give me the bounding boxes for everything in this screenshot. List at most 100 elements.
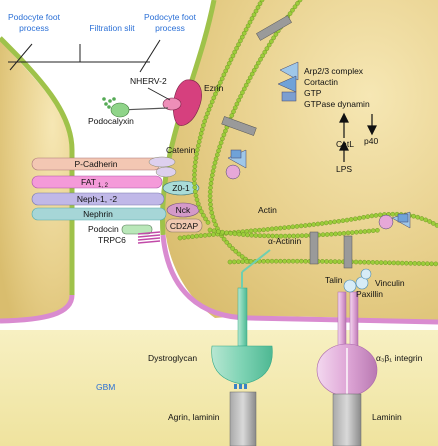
actin-bead: [387, 260, 392, 266]
actin-bead: [197, 135, 203, 140]
actin-bead: [273, 258, 279, 264]
actin-bead: [348, 217, 354, 222]
podocyte-right-pointer: [139, 39, 161, 73]
actin-bead: [362, 259, 367, 265]
actin-bead: [213, 222, 218, 227]
podocyte-left-pointer: [9, 43, 33, 71]
actin-bead: [226, 61, 232, 66]
catl-arrow-up: [339, 112, 349, 138]
podocin-shape: [121, 224, 153, 235]
actin-bead: [328, 259, 334, 264]
actin-bead: [215, 229, 221, 234]
actin-filaments: [177, 0, 438, 267]
actin-bead: [361, 214, 366, 220]
actin-bead: [206, 107, 212, 112]
actin-bead: [299, 258, 304, 264]
trpc6-channel: [137, 231, 161, 244]
neph-label: Neph-1, -2: [77, 194, 117, 204]
actin-bead: [234, 101, 240, 107]
actin-bead: [231, 109, 236, 114]
actin-bead: [194, 197, 200, 203]
actin-bead: [195, 201, 201, 207]
catenin-shape-2: [155, 166, 177, 178]
actin-bead: [416, 261, 422, 266]
actin-bead: [219, 76, 225, 81]
actin-bead: [307, 222, 312, 228]
actin-bead: [303, 233, 309, 238]
p40-arrow-down: [367, 114, 377, 136]
actin-bead: [211, 232, 216, 237]
actin-bead: [383, 260, 388, 266]
podocalyxin-head: [110, 102, 130, 118]
actin-bead: [216, 148, 221, 154]
trpc6-label: TRPC6: [98, 235, 126, 245]
actin-bead: [190, 234, 195, 239]
actin-bead: [261, 258, 266, 264]
actin-bead: [208, 202, 213, 207]
actin-bead: [239, 254, 245, 259]
actin-bead: [238, 94, 243, 99]
gbm-label: GBM: [96, 382, 115, 392]
actin-bead: [193, 159, 198, 165]
actin-bead: [319, 221, 325, 226]
actin-bead: [273, 32, 279, 37]
actin-bead: [411, 213, 416, 219]
catenin-shape: [148, 156, 176, 168]
actin-bead: [328, 220, 333, 225]
actin-bead: [211, 228, 217, 234]
actin-bead: [311, 222, 317, 227]
actin-bead: [294, 224, 300, 229]
actin-bead: [213, 91, 218, 97]
nherv2-shape: [162, 97, 182, 111]
actin-bead: [207, 227, 213, 233]
actin-bead: [261, 233, 267, 239]
actin-bead: [378, 260, 384, 265]
actin-bead: [223, 128, 228, 134]
laminin-label: Laminin: [372, 412, 402, 422]
actin-bead: [249, 16, 255, 21]
actin-bead: [218, 140, 224, 146]
actin-bead: [240, 259, 245, 264]
actin-bead: [209, 210, 215, 216]
actin-bead: [209, 99, 215, 105]
actin-bead: [352, 216, 358, 222]
actin-bead: [290, 7, 295, 13]
paxillin-label: Paxillin: [356, 289, 383, 299]
actin-bead: [362, 229, 368, 234]
nherv2-label: NHERV-2: [130, 76, 167, 86]
actin-bead: [251, 12, 257, 18]
actin-bead: [257, 227, 262, 233]
actin-bead: [390, 211, 396, 217]
actin-bead: [212, 160, 218, 166]
podocyte-left-label-2: process: [19, 23, 49, 33]
actin-bead: [205, 220, 211, 225]
actin-bead: [228, 230, 233, 236]
actin-bead: [366, 228, 372, 234]
actin-bead: [257, 233, 263, 238]
actin-bead: [286, 258, 292, 264]
actin-bead: [269, 226, 275, 232]
actin-bead: [209, 172, 215, 178]
actin-bead: [253, 64, 259, 69]
laminin-stem: [332, 393, 362, 446]
catl-label: CatL: [336, 139, 354, 149]
actin-bead: [240, 232, 246, 237]
actin-bead: [198, 233, 204, 238]
fat-bar: [31, 175, 163, 189]
actin-bead: [239, 34, 245, 40]
actin-bead: [349, 230, 355, 235]
actin-bead: [194, 233, 199, 239]
actin-bead: [207, 197, 213, 203]
actin-bead: [221, 236, 227, 242]
arp-label: Arp2/3 complex: [304, 66, 364, 76]
actin-bead: [224, 230, 229, 236]
agrin-laminin-label: Agrin, laminin: [168, 412, 220, 422]
actin-bead: [253, 233, 259, 238]
actin-bead: [230, 246, 235, 251]
actin-bead: [354, 229, 359, 235]
cortactin-label: Cortactin: [304, 77, 338, 87]
actin-bead: [247, 19, 253, 25]
actin-bead: [324, 232, 330, 237]
